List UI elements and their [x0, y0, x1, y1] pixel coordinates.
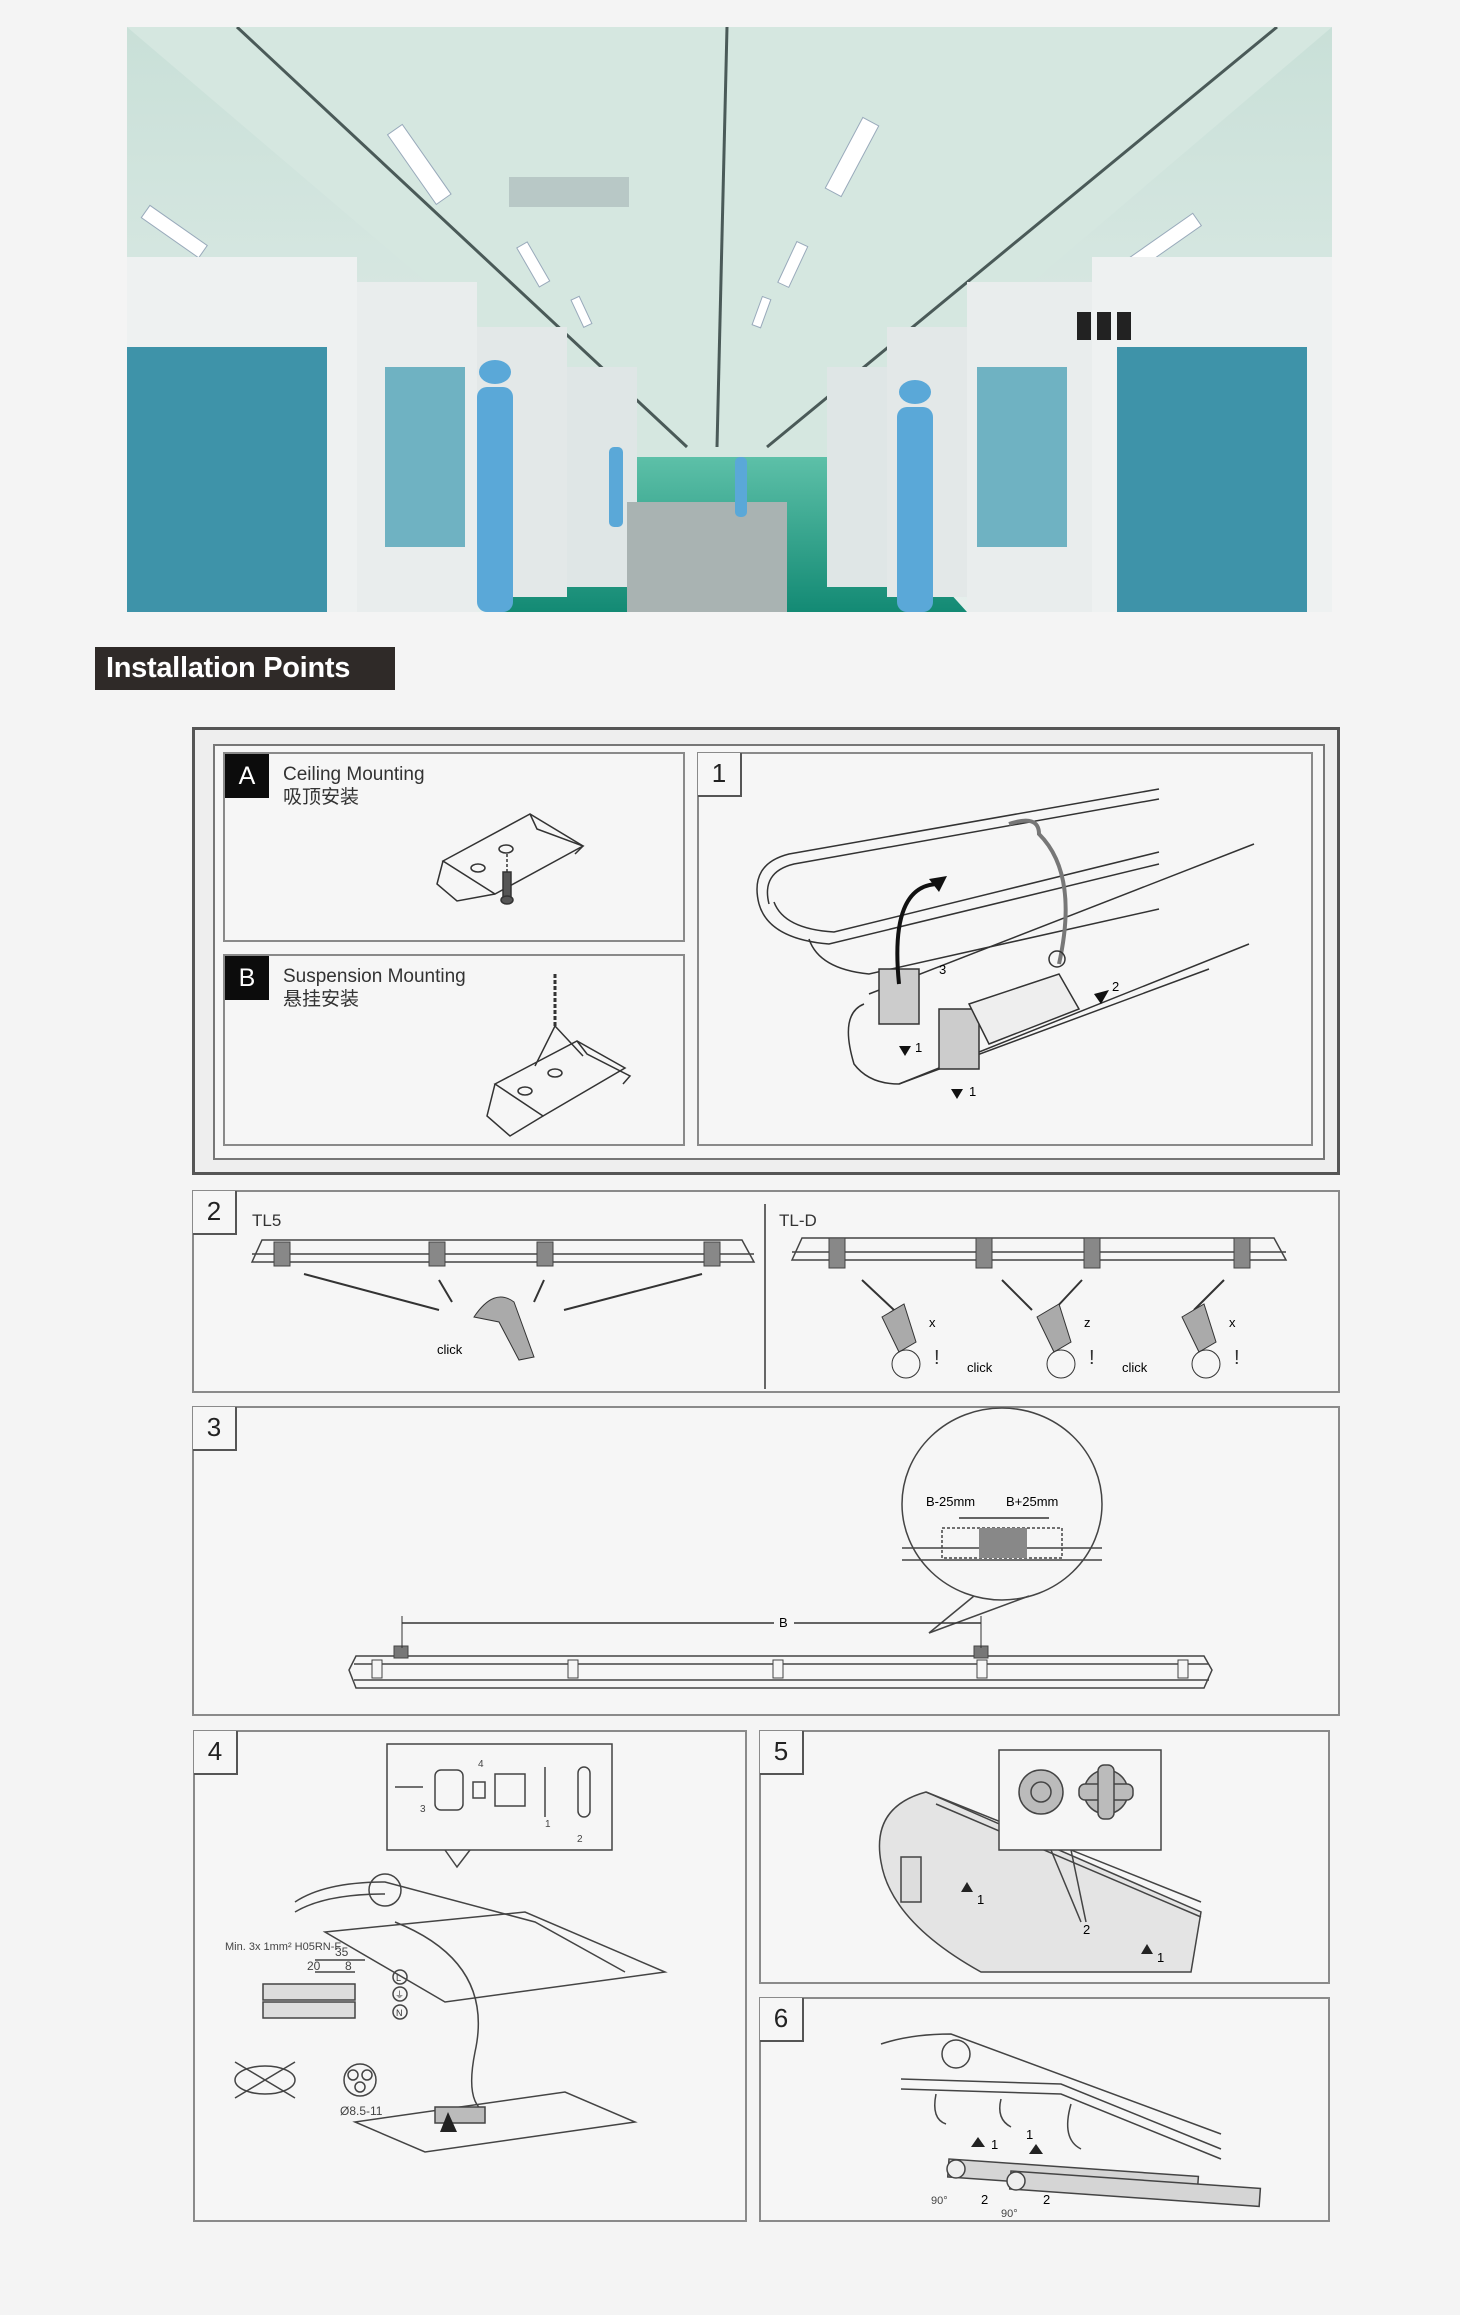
tl5-label: TL5 — [252, 1211, 282, 1230]
screw-lock-illustration: 1 2 1 — [878, 1749, 1202, 1973]
step-number-6: 6 — [760, 1998, 804, 2042]
callout-1a: 1 — [977, 1892, 984, 1907]
marker-x-2: x — [1229, 1315, 1236, 1330]
callout-2a: 2 — [981, 2192, 988, 2207]
marker-z: z — [1084, 1315, 1091, 1330]
housing-open-illustration: 1 1 2 3 — [756, 788, 1255, 1099]
click-label-tld-2: click — [1122, 1360, 1148, 1375]
panel-divider — [764, 1204, 766, 1389]
tube-insert-illustration: 1 1 2 2 90° 90° — [880, 2033, 1262, 2220]
click-label-tld-1: click — [967, 1360, 993, 1375]
suspension-mounting-label-zh: 悬挂安装 — [283, 989, 360, 1010]
click-label-tl5: click — [437, 1342, 463, 1357]
diagram-mounting-frame: A Ceiling Mounting 吸顶安装 B Suspension Mou… — [192, 727, 1340, 1175]
step-number-3: 3 — [193, 1407, 237, 1451]
cleanroom-illustration — [127, 27, 1332, 612]
step-number-1: 1 — [698, 753, 742, 797]
dim-end-label: 8 — [345, 1959, 352, 1973]
warning-mark-3: ! — [1234, 1347, 1240, 1369]
callout-3: 3 — [939, 962, 946, 977]
step-number-2: 2 — [193, 1191, 237, 1235]
cable-diameter-label: Ø8.5-11 — [340, 2104, 383, 2118]
distance-b-label: B — [779, 1615, 788, 1630]
panel-suspension-mounting: B Suspension Mounting 悬挂安装 — [223, 954, 685, 1146]
tolerance-plus-label: B+25mm — [1006, 1494, 1058, 1509]
suspension-mounting-label: Suspension Mounting — [283, 966, 466, 987]
rotation-label-1: 90° — [931, 2195, 948, 2207]
callout-2b: 2 — [1043, 2192, 1050, 2207]
dim-strip-label: 20 — [307, 1959, 321, 1973]
dim-total-label: 35 — [335, 1945, 349, 1959]
warning-mark-2: ! — [1089, 1347, 1095, 1369]
panel-step-4-wiring: 4 Min. 3x 1mm² H05RN-F 35 20 8 L — [193, 1730, 747, 2222]
step-letter-a: A — [225, 754, 269, 798]
terminal-earth: ⏚ — [395, 1990, 404, 2000]
panel-step-1-open-housing: 1 1 1 2 — [697, 752, 1313, 1146]
gland-step-2: 2 — [577, 1834, 583, 1845]
panel-step-3-spacing: 3 B B-25mm B+25mm — [192, 1406, 1340, 1716]
callout-1b: 1 — [969, 1084, 976, 1099]
bracket-spacing-illustration: B B-25mm B+25mm — [348, 1407, 1213, 1689]
terminal-n: N — [396, 2008, 403, 2018]
ceiling-mounting-label: Ceiling Mounting — [283, 764, 425, 785]
step-letter-b: B — [225, 956, 269, 1000]
step-number-4: 4 — [194, 1731, 238, 1775]
hero-photo-cleanroom — [127, 27, 1332, 612]
panel-step-2-clips: 2 TL5 TL-D click click click x z x ! — [192, 1190, 1340, 1393]
callout-2: 2 — [1083, 1922, 1090, 1937]
cable-spec-label: Min. 3x 1mm² H05RN-F — [225, 1941, 341, 1953]
tolerance-minus-label: B-25mm — [926, 1494, 975, 1509]
gland-step-3: 3 — [420, 1804, 426, 1815]
cable-wiring-illustration: Min. 3x 1mm² H05RN-F 35 20 8 L ⏚ N Ø8.5-… — [225, 1743, 668, 2153]
callout-1a: 1 — [915, 1040, 922, 1055]
marker-x-1: x — [929, 1315, 936, 1330]
callout-1b: 1 — [1157, 1950, 1164, 1965]
tld-label: TL-D — [779, 1211, 817, 1230]
clip-mounting-illustration: click click click x z x ! ! ! — [250, 1237, 1288, 1379]
rotation-label-2: 90° — [1001, 2208, 1018, 2220]
callout-2: 2 — [1112, 979, 1119, 994]
warning-mark-1: ! — [934, 1347, 940, 1369]
panel-ceiling-mounting: A Ceiling Mounting 吸顶安装 — [223, 752, 685, 942]
panel-step-5-screws: 5 1 2 1 — [759, 1730, 1330, 1984]
section-title: Installation Points — [95, 647, 395, 690]
panel-step-6-tubes: 6 1 1 2 2 90° 90° — [759, 1997, 1330, 2222]
suspension-bracket-icon — [486, 974, 632, 1137]
callout-1b: 1 — [1026, 2127, 1033, 2142]
terminal-l: L — [396, 1973, 401, 1983]
callout-1a: 1 — [991, 2137, 998, 2152]
ceiling-mounting-label-zh: 吸顶安装 — [283, 787, 360, 808]
step-number-5: 5 — [760, 1731, 804, 1775]
gland-step-1: 1 — [545, 1819, 551, 1830]
gland-step-4: 4 — [478, 1759, 484, 1770]
ceiling-bracket-icon — [436, 813, 585, 905]
